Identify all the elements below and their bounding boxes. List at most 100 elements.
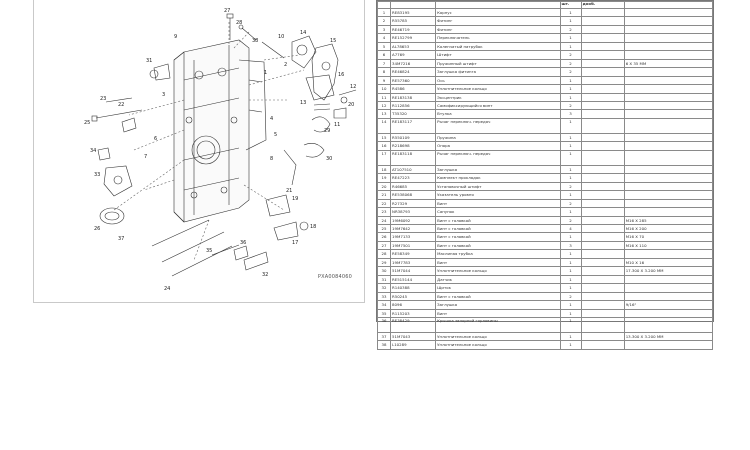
- cell-spec: M16 X 110: [623, 240, 714, 251]
- cell-spec: M16 X 200: [623, 223, 714, 234]
- cell-qty: 2: [559, 100, 582, 111]
- cell-part: R27329: [390, 198, 437, 209]
- callout-11: 11: [334, 122, 340, 128]
- cell-num: 32: [376, 283, 392, 293]
- callout-20: 20: [348, 102, 354, 108]
- cell-name: Уплотнительное кольцо: [435, 84, 561, 94]
- cell-num: 19: [376, 173, 392, 183]
- diagram-reference-code: PXA0084060: [317, 274, 352, 280]
- cell-spec: [623, 149, 714, 166]
- housing-hole-3: [230, 116, 238, 124]
- part-13-bush: [313, 103, 331, 111]
- cell-part: RE538068: [390, 190, 437, 200]
- cell-num: 21: [376, 190, 392, 200]
- cell-part: A7769: [390, 50, 437, 60]
- header-part: [390, 1, 437, 9]
- cell-num: 1: [376, 7, 392, 18]
- housing-right-flange: [238, 59, 267, 151]
- cell-note: [580, 331, 625, 342]
- callout-3: 3: [162, 92, 165, 98]
- housing-side-face: [173, 51, 185, 223]
- part-15-plate: [311, 43, 339, 101]
- cell-qty: 2: [559, 58, 582, 69]
- cell-spec: [623, 316, 714, 333]
- callout-35: 35: [206, 248, 212, 254]
- cell-name: Заглушка: [435, 164, 561, 175]
- callout-25: 25: [84, 120, 90, 126]
- cell-part: 34M7216: [390, 58, 437, 69]
- cell-name: Заглушка: [435, 300, 561, 310]
- cell-spec: M10 X 16: [623, 257, 714, 268]
- part-19-gasket: [265, 194, 291, 217]
- cell-qty: 2: [559, 24, 582, 35]
- callout-34: 34: [90, 148, 96, 154]
- part-30-ring: [303, 143, 325, 158]
- bolt-23: [105, 97, 133, 103]
- cell-qty: 3: [559, 240, 582, 251]
- cell-part: R4586: [390, 84, 437, 94]
- cell-qty: 2: [559, 67, 582, 77]
- cell-note: [580, 308, 625, 318]
- cell-name: Ось: [435, 75, 561, 86]
- bolt-28: [241, 27, 257, 41]
- cell-num: 8: [376, 67, 392, 77]
- cell-num: 10: [376, 84, 392, 94]
- cell-spec: [623, 41, 714, 52]
- cell-qty: 1: [559, 300, 582, 310]
- cell-qty: 1: [559, 149, 582, 166]
- cell-spec: [623, 291, 714, 302]
- cell-qty: 1: [559, 249, 582, 259]
- cell-qty: 1: [559, 164, 582, 175]
- cell-spec: M16 X 285: [623, 215, 714, 225]
- cell-num: 34: [376, 300, 392, 310]
- callout-28: 28: [236, 20, 242, 26]
- cell-qty: 1: [559, 7, 582, 18]
- header-note: дооб.: [580, 1, 625, 9]
- part-34-plug: [97, 147, 111, 161]
- exploded-diagram: 27 28 38 10 2 1 14 15 16 13 20 12 11 22 …: [84, 8, 356, 292]
- cell-spec: [623, 33, 714, 43]
- cell-spec: [623, 173, 714, 183]
- cell-name: Установочный штифт: [435, 181, 561, 192]
- cell-name: Щиток: [435, 283, 561, 293]
- cell-name: Уплотнительное кольцо: [435, 340, 561, 350]
- housing-right-detail: [248, 79, 263, 113]
- part-20-pin: [340, 96, 348, 104]
- cell-spec: [623, 50, 714, 60]
- cell-note: [580, 100, 625, 111]
- cell-qty: 1: [559, 117, 582, 134]
- header-spec: [623, 1, 714, 9]
- cell-spec: 17.300 X 3.200 MM: [623, 266, 714, 276]
- cell-name: Сапунок: [435, 207, 561, 217]
- cell-qty: 2: [559, 215, 582, 225]
- cell-note: [580, 300, 625, 310]
- cell-name: Уплотнительное кольцо: [435, 266, 561, 276]
- cell-qty: 2: [559, 181, 582, 192]
- cell-note: [580, 67, 625, 77]
- cell-note: [580, 92, 625, 103]
- parts-table-header: шт. дооб.: [376, 1, 714, 9]
- callout-2: 2: [284, 62, 287, 68]
- part-33-elbow: [103, 165, 133, 197]
- callout-32: 32: [262, 272, 268, 278]
- part-26-seal-outer: [99, 207, 125, 225]
- cell-name: Датчик: [435, 274, 561, 285]
- cell-name: Крышка запорной горловины: [435, 316, 561, 333]
- cell-qty: 1: [559, 331, 582, 342]
- cell-name: Фитинг: [435, 24, 561, 35]
- callout-13: 13: [300, 100, 306, 106]
- cell-qty: 1: [559, 141, 582, 151]
- housing-body: [173, 39, 250, 223]
- cell-name: Комплект прокладок: [435, 173, 561, 183]
- housing-hole-1: [190, 191, 198, 199]
- callout-22: 22: [118, 102, 124, 108]
- cell-qty: 1: [559, 340, 582, 350]
- cell-note: [580, 283, 625, 293]
